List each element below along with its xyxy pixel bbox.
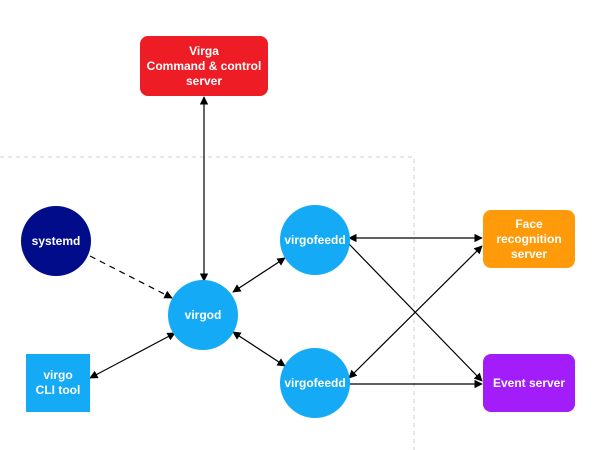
arrow-feedbottom-face bbox=[348, 245, 483, 379]
virgod-node: virgod bbox=[168, 280, 238, 350]
arrow-virgod-feedtop bbox=[232, 257, 286, 293]
cli-line-2: CLI tool bbox=[35, 383, 81, 397]
face-line-2: recognition bbox=[496, 231, 562, 246]
cc-line-1: Virga bbox=[189, 43, 219, 58]
event-server-node: Event server bbox=[483, 354, 575, 412]
systemd-label: systemd bbox=[31, 233, 81, 248]
arrow-virgod-feedbottom bbox=[232, 331, 286, 367]
cc-line-3: server bbox=[185, 73, 223, 88]
face-line-1: Face bbox=[515, 216, 543, 231]
virgofeedd-bottom-label: virgofeedd bbox=[284, 375, 346, 390]
systemd-node: systemd bbox=[21, 206, 91, 276]
arrow-systemd-virgod bbox=[89, 255, 173, 299]
event-server-label: Event server bbox=[492, 375, 566, 390]
face-recognition-server-node: Face recognition server bbox=[483, 210, 575, 268]
virgofeedd-top-node: virgofeedd bbox=[280, 205, 350, 275]
virgofeedd-bottom-node: virgofeedd bbox=[280, 348, 350, 418]
arrow-cli-virgod bbox=[89, 332, 176, 379]
virgofeedd-top-label: virgofeedd bbox=[284, 232, 346, 247]
face-line-3: server bbox=[510, 246, 548, 261]
cli-line-1: virgo bbox=[43, 368, 73, 382]
virgo-cli-tool-node: virgo CLI tool bbox=[26, 354, 90, 412]
command-control-server-node: Virga Command & control server bbox=[140, 36, 268, 96]
virgod-label: virgod bbox=[184, 307, 222, 322]
cc-line-2: Command & control bbox=[146, 58, 262, 73]
